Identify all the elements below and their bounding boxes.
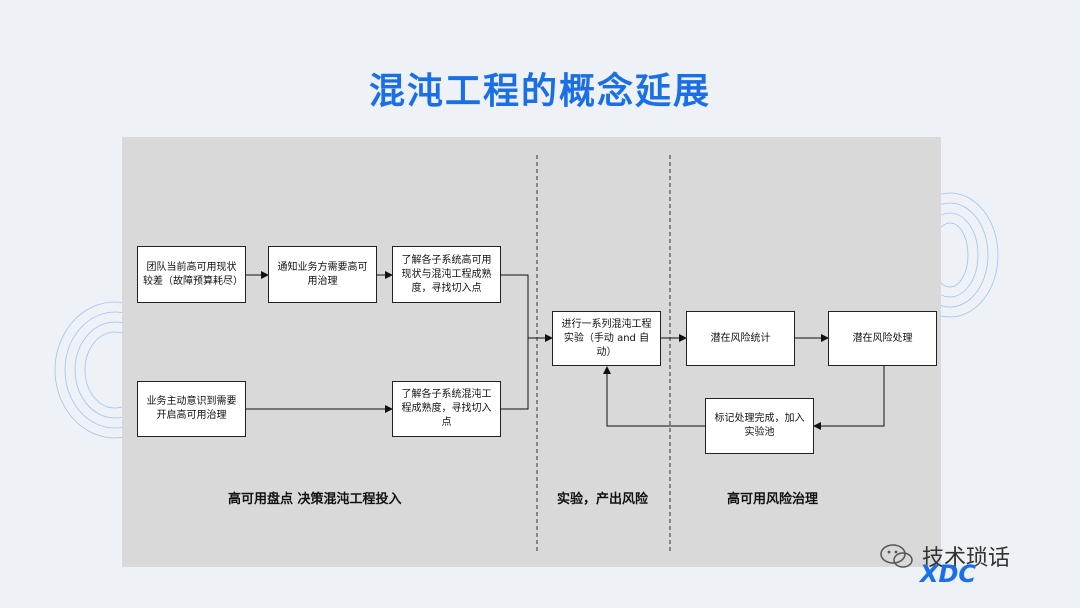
- watermark: 技术琐话: [880, 540, 1010, 572]
- arrow: [603, 366, 705, 427]
- box-experiments: 进行一系列混沌工程实验（手动 and 自动）: [552, 311, 661, 366]
- box-understand-chaos: 了解各子系统混沌工程成熟度，寻找切入点: [392, 381, 501, 437]
- box-notify-business: 通知业务方需要高可用治理: [268, 246, 377, 303]
- diagram-panel: [122, 137, 941, 567]
- wechat-icon: [880, 544, 913, 568]
- box-team-status: 团队当前高可用现状较差（故障预算耗尽）: [137, 246, 246, 303]
- box-understand-ha: 了解各子系统高可用现状与混沌工程成熟度，寻找切入点: [392, 246, 501, 303]
- box-risk-handle: 潜在风险处理: [828, 311, 937, 366]
- section-label-governance: 高可用风险治理: [727, 492, 819, 507]
- box-mark-done: 标记处理完成，加入实验池: [705, 398, 814, 454]
- arrow: [813, 365, 885, 430]
- section-label-experiment: 实验，产出风险: [557, 492, 649, 507]
- watermark-text: 技术琐话: [922, 546, 1011, 571]
- box-risk-stats: 潜在风险统计: [686, 311, 795, 366]
- section-label-inventory: 高可用盘点 决策混沌工程投入: [228, 492, 402, 507]
- conference-logo: XDC: [920, 560, 977, 588]
- arrow: [501, 338, 529, 410]
- box-business-aware: 业务主动意识到需要开启高可用治理: [137, 381, 246, 437]
- arrow: [501, 274, 529, 338]
- page-title: 混沌工程的概念延展: [368, 71, 711, 112]
